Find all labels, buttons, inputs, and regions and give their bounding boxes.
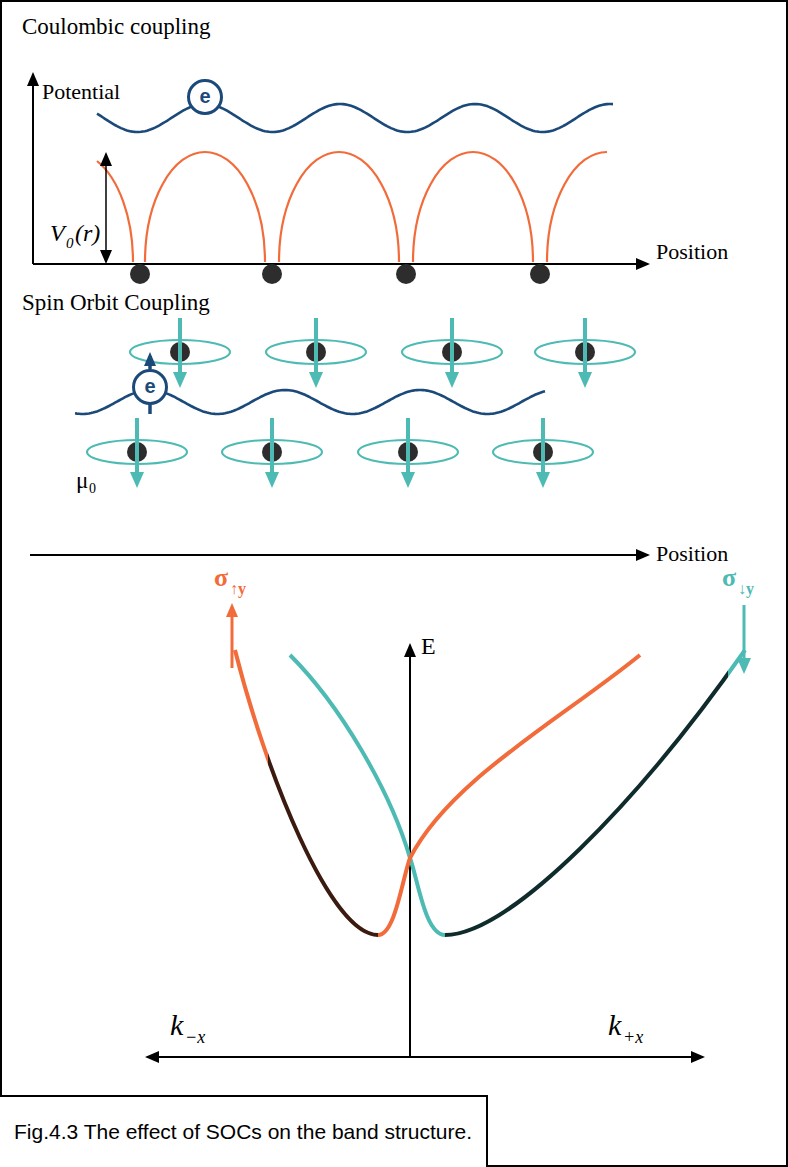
electron-wave: [97, 104, 613, 132]
axis-label: Position: [656, 542, 728, 566]
symbol: V: [50, 220, 65, 246]
spin-up-band: [235, 650, 640, 935]
electron-spin-tail: [148, 404, 152, 414]
spin-down-arrow: [743, 605, 746, 668]
spin-symbol: σ: [214, 564, 228, 593]
magnetic-moment-arrow: [406, 418, 410, 482]
axis-label: E: [421, 633, 436, 659]
magnetic-moment-arrow: [450, 318, 454, 382]
panel-heading: Coulombic coupling: [22, 14, 210, 39]
electron-symbol: e: [144, 376, 155, 396]
figure-caption: Fig.4.3 The effect of SOCs on the band s…: [14, 1120, 472, 1144]
spin-symbol: σ: [722, 564, 736, 593]
subscript: +x: [623, 1028, 643, 1048]
k-axis: [147, 1056, 703, 1058]
subscript: ↓y: [738, 580, 754, 598]
subscript: −x: [185, 1028, 205, 1048]
electron-circle: e: [132, 369, 168, 405]
potential-depth-arrow: [105, 154, 107, 262]
electron-spin-arrow: [148, 356, 152, 369]
panel-heading: Spin Orbit Coupling: [22, 290, 210, 315]
magnetic-moment-arrow: [541, 418, 545, 482]
magnetic-moment-arrow: [135, 418, 139, 482]
symbol: μ: [76, 468, 88, 493]
coulomb-potential: [97, 152, 607, 262]
nuclei: [130, 264, 550, 284]
electron-symbol: e: [199, 86, 210, 106]
magnetic-moment-arrow: [314, 318, 318, 382]
potential-axis: [32, 74, 34, 264]
axis-label: Position: [656, 240, 728, 264]
axis-label: k: [608, 1008, 621, 1041]
subscript: 0: [66, 235, 74, 252]
spin-atoms: [87, 418, 593, 482]
electron-circle: e: [187, 79, 223, 115]
magnetic-moment-arrow: [583, 318, 587, 382]
spin-up-arrow: [231, 607, 234, 668]
spin-down-band: [290, 650, 745, 935]
subscript: ↑y: [230, 580, 246, 598]
symbol: (r): [75, 220, 100, 246]
magnetic-moment-arrow: [178, 318, 182, 382]
axis-label: k: [170, 1008, 183, 1041]
axis-label: Potential: [42, 80, 120, 104]
subscript: 0: [89, 481, 96, 496]
caption-box: Fig.4.3 The effect of SOCs on the band s…: [0, 1095, 488, 1167]
position-axis: [33, 263, 648, 265]
spin-atoms: [130, 318, 635, 382]
magnetic-moment-arrow: [270, 418, 274, 482]
position-axis: [30, 554, 648, 556]
